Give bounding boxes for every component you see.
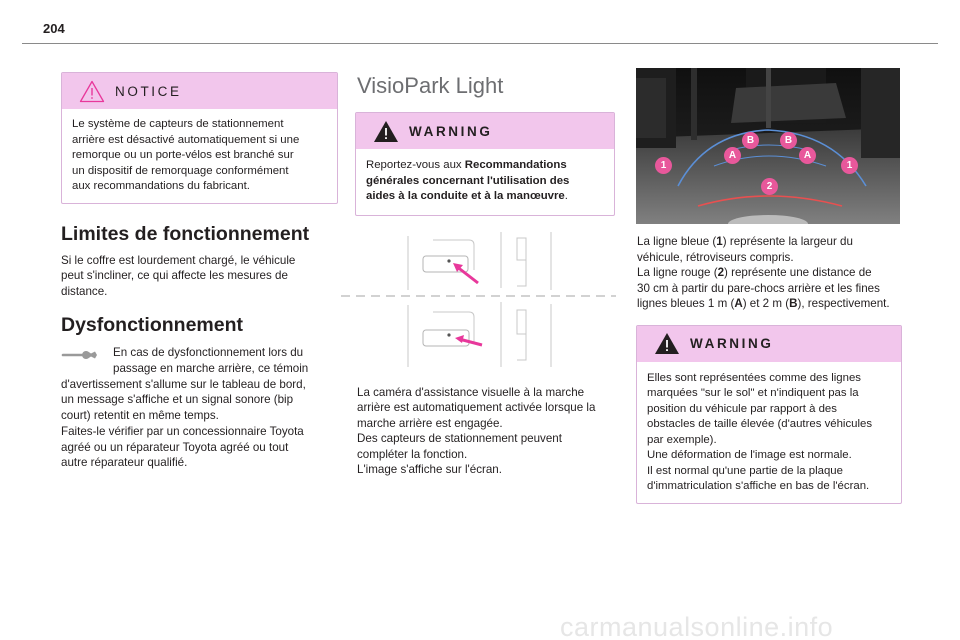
guide-line-text: véhicule, rétroviseurs compris. [637, 250, 794, 264]
warning-box-driving-aids: WARNING Reportez-vous aux Recommandation… [355, 112, 615, 216]
visiopark-line: compléter la fonction. [357, 447, 468, 461]
wrench-icon [61, 351, 97, 360]
column-left: NOTICE Le système de capteurs de station… [61, 72, 338, 471]
warning-text: Reportez-vous aux Recommandations généra… [356, 149, 614, 215]
warning-line: Une déformation de l'image est normale. [647, 449, 852, 462]
limits-line: distance. [61, 284, 108, 298]
malfunction-line: agréé ou un réparateur Toyota agréé ou t… [61, 440, 289, 454]
visiopark-line: L'image s'affiche sur l'écran. [357, 463, 502, 477]
warning-title: WARNING [690, 336, 774, 352]
visiopark-heading: VisioPark Light [357, 73, 504, 98]
rear-camera-location-illustration [341, 231, 616, 367]
column-right: 1 A B B A 1 2 La ligne bleue (1) représe… [636, 68, 902, 504]
warning-line: d'immatriculation s'affiche en bas de l'… [647, 480, 870, 493]
limits-line: Si le coffre est lourdement chargé, le v… [61, 253, 296, 267]
malfunction-line: un message s'affiche et un signal sonore… [61, 393, 294, 407]
warning-line: aides à la conduite et à la manœuvre. [366, 190, 568, 202]
malfunction-line: En cas de dysfonctionnement lors du [113, 346, 304, 360]
warning-line: Elles sont représentées comme des lignes [647, 371, 861, 384]
warning-triangle-icon [655, 333, 679, 355]
marker-1-right: 1 [841, 157, 858, 174]
malfunction-line: Faites-le vérifier par un concessionnair… [61, 424, 304, 438]
warning-header: WARNING [356, 113, 614, 149]
visiopark-line: marche arrière est engagée. [357, 416, 503, 430]
notice-header: NOTICE [62, 73, 337, 109]
camera-view-image: 1 A B B A 1 2 [636, 68, 900, 224]
caution-triangle-icon [79, 80, 105, 102]
watermark: carmanualsonline.info [560, 612, 834, 640]
marker-a-left: A [724, 147, 741, 164]
malfunction-line: court) retentit en même temps. [61, 409, 219, 423]
malfunction-line: d'avertissement s'allume sur le tableau … [61, 377, 306, 391]
marker-a-right: A [799, 147, 816, 164]
malfunction-line: passage en marche arrière, ce témoin [113, 361, 309, 375]
column-middle: VisioPark Light WARNING Reportez-vous au… [341, 72, 616, 478]
visiopark-line: Des capteurs de stationnement peuvent [357, 432, 562, 446]
notice-line: remorque ou un porte-vélos est branché s… [72, 149, 294, 161]
malfunction-line: autre réparateur qualifié. [61, 456, 188, 470]
warning-box-guide-lines: WARNING Elles sont représentées comme de… [636, 324, 902, 504]
visiopark-line: La caméra d'assistance visuelle à la mar… [357, 385, 585, 399]
notice-title: NOTICE [115, 83, 182, 99]
marker-1-left: 1 [655, 157, 672, 174]
visiopark-description: La caméra d'assistance visuelle à la mar… [357, 385, 616, 479]
malfunction-heading: Dysfonctionnement [61, 314, 244, 337]
warning-text: Elles sont représentées comme des lignes… [637, 362, 901, 503]
notice-box: NOTICE Le système de capteurs de station… [61, 72, 338, 204]
warning-line: générales concernant l'utilisation des [366, 174, 570, 187]
marker-b-right: B [780, 132, 797, 149]
notice-line: Le système de capteurs de stationnement [72, 118, 284, 130]
warning-line: Il est normal qu'une partie de la plaque [647, 464, 843, 477]
camera-scene [636, 68, 900, 224]
page-number: 204 [43, 21, 65, 36]
notice-text: Le système de capteurs de stationnement … [62, 109, 337, 203]
marker-b-left: B [742, 132, 759, 149]
limits-text: Si le coffre est lourdement chargé, le v… [61, 253, 338, 300]
warning-header: WARNING [637, 325, 901, 362]
notice-line: un dispositif de remorquage conformément [72, 164, 289, 177]
limits-heading: Limites de fonctionnement [61, 222, 310, 245]
warning-title: WARNING [409, 123, 493, 139]
top-divider [22, 43, 938, 44]
marker-2: 2 [761, 178, 778, 195]
guide-line-text: La ligne bleue (1) représente la largeur… [637, 235, 853, 248]
limits-line: peut s'incliner, ce qui affecte les mesu… [61, 269, 288, 283]
warning-line: marquées "sur le sol" et n'indiquent pas… [647, 387, 859, 400]
warning-line: obstacles de taille élevée (d'autres véh… [647, 418, 873, 431]
guide-line-text: 30 cm à partir du pare-chocs arrière et … [637, 281, 880, 295]
notice-line: arrière est désactivé automatiquement si… [72, 133, 300, 146]
notice-line: aux recommandations du fabricant. [72, 180, 250, 192]
guide-line-text: La ligne rouge (2) représente une distan… [637, 266, 872, 280]
warning-triangle-icon [374, 120, 398, 142]
guide-lines-description: La ligne bleue (1) représente la largeur… [637, 234, 902, 312]
visiopark-line: arrière est automatiquement activée lors… [357, 401, 596, 415]
warning-line: Reportez-vous aux Recommandations [366, 159, 567, 171]
guide-line-text: lignes bleues 1 m (A) et 2 m (B), respec… [637, 297, 890, 311]
warning-line: position du véhicule par rapport à des [647, 402, 837, 415]
malfunction-text: En cas de dysfonctionnement lors du pass… [61, 345, 338, 471]
warning-line: par exemple). [647, 433, 717, 446]
